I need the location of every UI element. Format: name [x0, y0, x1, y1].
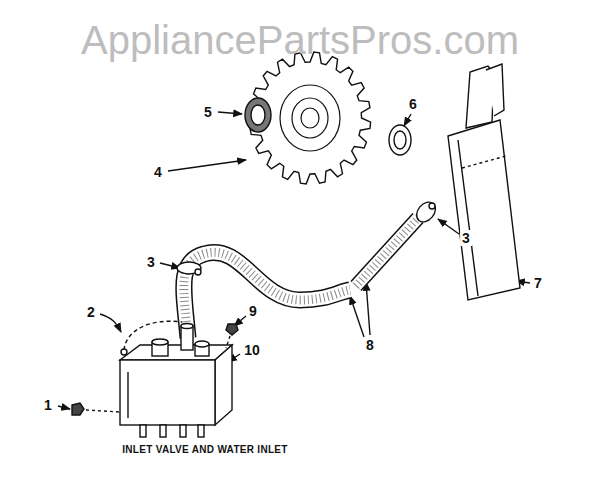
callout-number: 3 [460, 230, 472, 246]
callout-number: 3 [145, 254, 157, 270]
screws-and-bracket [72, 321, 238, 415]
callout-number: 6 [407, 96, 419, 112]
callout-number: 8 [364, 337, 376, 353]
callout-number: 5 [202, 104, 214, 120]
watermark: AppliancePartsPros.com [81, 18, 519, 63]
callout-number: 2 [85, 304, 97, 320]
callout-number: 10 [242, 342, 262, 358]
inlet-valve [120, 324, 232, 438]
callout-number: 9 [247, 303, 259, 319]
seal-rings [245, 98, 411, 155]
dispenser [448, 64, 520, 300]
hoses [184, 218, 418, 338]
callout-number: 7 [532, 275, 544, 291]
callout-number: 4 [152, 164, 164, 180]
hose-clamps [177, 198, 439, 275]
callout-number: 1 [42, 397, 54, 413]
caption: INLET VALVE AND WATER INLET [122, 444, 288, 455]
